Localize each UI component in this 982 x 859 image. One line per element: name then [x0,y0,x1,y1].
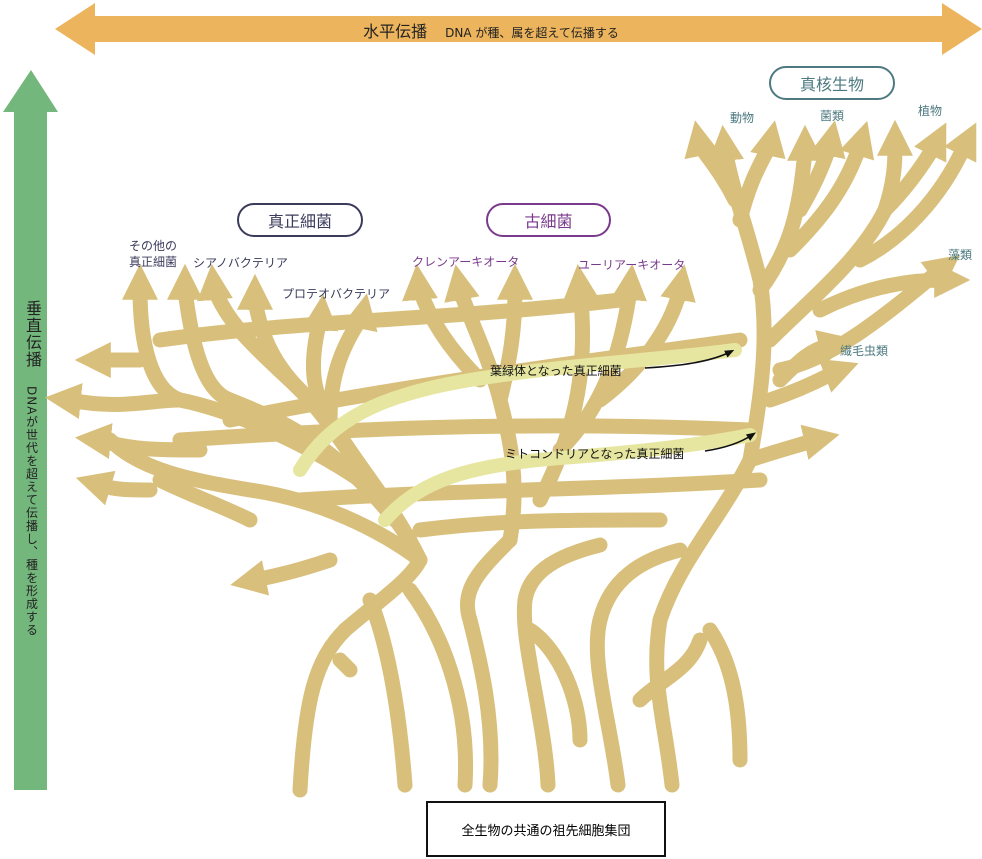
mitochondria-band [378,428,757,527]
vertical-transfer-title: 垂直伝播 [23,300,42,368]
horizontal-transfer-label: 水平伝播 DNA が種、属を超えて伝播する [0,18,982,42]
vertical-transfer-arrow [3,70,58,790]
label-cyanobacteria: シアノバクテリア [193,256,288,270]
label-other-bacteria-line1: その他の [129,239,178,253]
label-proteobacteria: プロテオバクテリア [282,287,391,301]
label-chloroplast: 葉緑体となった真正細菌 [490,364,622,378]
label-euryarchaeota: ユーリアーキオータ [578,258,686,272]
branch-tips [44,119,977,596]
label-algae: 藻類 [948,248,973,262]
horizontal-transfer-subtitle: DNA が種、属を超えて伝播する [445,26,619,40]
label-crenarchaeota: クレンアーキオータ [412,255,520,269]
tree-branches [62,137,973,798]
mitochondria-arrow [704,432,756,452]
label-animals: 動物 [730,111,755,125]
label-mitochondria: ミトコンドリアとなった真正細菌 [505,447,685,461]
label-other-bacteria: その他の 真正細菌 [129,238,177,270]
common-ancestor-box: 全生物の共通の祖先細胞集団 [426,801,666,857]
horizontal-transfer-arrow [55,3,982,55]
chloroplast-band [293,343,742,477]
label-plants: 植物 [918,104,943,118]
chloroplast-arrow [644,349,735,369]
label-fungi: 菌類 [820,109,845,123]
label-ciliates: 繊毛虫類 [840,344,889,358]
group-eukaryota: 真核生物 [769,66,895,100]
vertical-transfer-subtitle: DNAが世代を超えて伝播し、種を形成する [24,386,39,637]
label-other-bacteria-line2: 真正細菌 [129,255,178,269]
horizontal-transfer-title: 水平伝播 [363,22,428,41]
vertical-transfer-label: 垂直伝播 DNAが世代を超えて伝播し、種を形成する [16,300,48,636]
group-archaea: 古細菌 [486,203,611,237]
group-bacteria: 真正細菌 [237,203,363,237]
